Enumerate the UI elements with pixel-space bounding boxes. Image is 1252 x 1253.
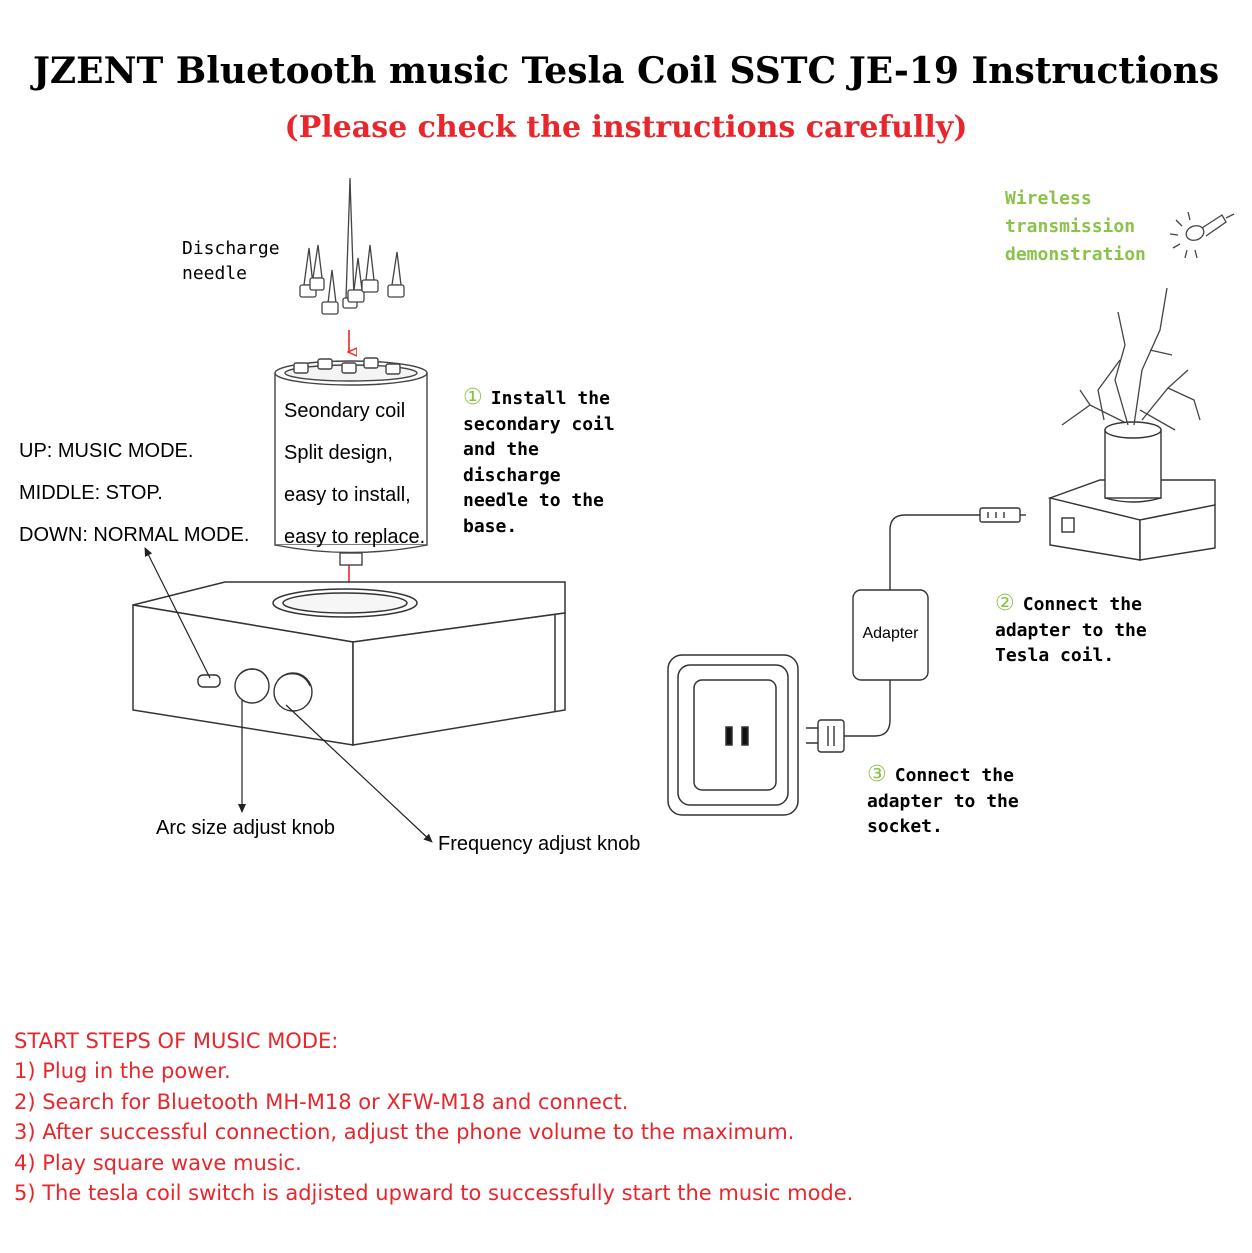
step-3-number: ③ [867,762,887,787]
discharge-needle-line-2: needle [182,263,248,284]
adapter-cable [806,507,1026,753]
step-2-line-2: adapter to the [995,619,1147,641]
music-step-1: 1) Plug in the power. [14,1059,231,1084]
step-1-line-5: needle to the [463,490,604,511]
step-3-line-3: socket. [867,816,943,837]
step-1-callout: ① Install the secondary coil and the disc… [463,385,615,539]
page-subtitle: (Please check the instructions carefully… [284,110,968,145]
discharge-needle-label: Discharge needle [182,236,280,286]
music-mode-steps: START STEPS OF MUSIC MODE: 1) Plug in th… [14,1026,853,1208]
music-step-5: 5) The tesla coil switch is adjisted upw… [14,1181,854,1206]
wireless-line-1: Wireless [1005,188,1092,209]
coil-text-line-3: easy to install, [284,484,411,506]
step-3-callout: ③ Connect the adapter to the socket. [867,762,1019,840]
step-1-line-2: secondary coil [463,413,615,435]
step-1-line-6: base. [463,515,518,537]
lightning-arcs [1061,287,1201,431]
tesla-base [132,581,566,746]
step-1-line-1: Install the [490,388,610,409]
coil-text-line-4: easy to replace. [284,526,426,548]
music-step-2: 2) Search for Bluetooth MH-M18 or XFW-M1… [14,1089,629,1114]
mode-down: DOWN: NORMAL MODE. [19,524,250,546]
step-2-number: ② [995,591,1015,616]
wireless-line-3: demonstration [1005,244,1146,265]
step-3-line-1: Connect the [894,765,1014,786]
knobs [197,668,313,712]
step-3-line-2: adapter to the [867,790,1019,812]
music-step-4: 4) Play square wave music. [14,1150,302,1175]
step-2-callout: ② Connect the adapter to the Tesla coil. [995,591,1147,669]
wireless-line-2: transmission [1005,216,1136,237]
wall-socket [667,654,799,816]
callout-lines [144,547,433,843]
music-mode-heading: START STEPS OF MUSIC MODE: [14,1029,339,1053]
frequency-knob-label: Frequency adjust knob [438,833,641,855]
secondary-coil [274,357,428,566]
wireless-demo-label: Wireless transmission demonstration [1005,185,1146,269]
music-step-3: 3) After successful connection, adjust t… [14,1120,795,1145]
step-1-number: ① [463,385,483,410]
adapter-label: Adapter [862,625,919,642]
coil-text-line-1: Seondary coil [284,400,406,422]
step-2-line-3: Tesla coil. [995,645,1115,666]
switch-modes: UP: MUSIC MODE. MIDDLE: STOP. DOWN: NORM… [19,430,249,556]
coil-description: Seondary coil Split design, easy to inst… [284,390,425,558]
step-1-line-3: and the [463,439,539,460]
mode-up: UP: MUSIC MODE. [19,440,194,462]
step-2-line-1: Connect the [1022,594,1142,615]
tesla-demo [1047,421,1216,561]
bulb-icon [1169,211,1235,259]
mode-middle: MIDDLE: STOP. [19,482,163,504]
step-1-line-4: discharge [463,464,561,486]
coil-text-line-2: Split design, [284,442,393,464]
discharge-needle-line-1: Discharge [182,238,280,259]
arc-knob-label: Arc size adjust knob [156,817,335,839]
page-title: JZENT Bluetooth music Tesla Coil SSTC JE… [32,50,1220,92]
discharge-needles [299,178,405,315]
